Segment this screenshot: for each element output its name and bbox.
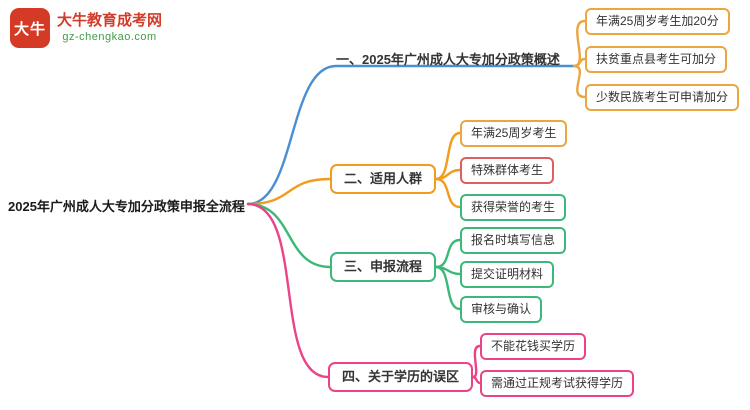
logo-icon: 大牛	[10, 8, 50, 48]
branch-3-child-line-3	[434, 265, 462, 311]
node-cannot-buy-diploma: 不能花钱买学历	[480, 333, 587, 360]
branch-2-line	[246, 177, 332, 206]
node-formal-exam-needed: 需通过正规考试获得学历	[480, 370, 635, 397]
logo-text-block: 大牛教育成考网 gz-chengkao.com	[57, 12, 162, 44]
branch-2-child-line-2	[434, 168, 462, 181]
site-name: 大牛教育成考网	[57, 11, 163, 29]
node-age25-group: 年满25周岁考生	[460, 120, 568, 147]
site-url: gz-chengkao.com	[62, 30, 157, 43]
node-ethnic-minority: 少数民族考生可申请加分	[585, 84, 740, 111]
branch-4-child-line-1	[471, 344, 482, 379]
node-submit-proof: 提交证明材料	[460, 261, 555, 288]
branch-3-line	[246, 202, 332, 269]
branch-4-child-line-2	[471, 375, 482, 385]
branch-4-box: 四、关于学历的误区	[328, 362, 474, 393]
node-special-group: 特殊群体考生	[460, 157, 555, 184]
node-honored-group: 获得荣誉的考生	[460, 194, 567, 221]
site-logo: 大牛 大牛教育成考网 gz-chengkao.com	[10, 8, 162, 48]
branch-1-label: 一、2025年广州成人大专加分政策概述	[336, 52, 560, 67]
branch-3-box: 三、申报流程	[330, 252, 437, 283]
node-review-confirm: 审核与确认	[460, 296, 543, 323]
branch-4-line	[246, 202, 330, 379]
branch-1-child-line-3	[572, 64, 587, 99]
branch-2-box: 二、适用人群	[330, 164, 437, 195]
branch-2-child-line-1	[434, 131, 462, 181]
node-poverty-county: 扶贫重点县考生可加分	[585, 46, 728, 73]
branch-1-line	[246, 64, 576, 206]
branch-2-child-line-3	[434, 177, 462, 209]
root-topic: 2025年广州成人大专加分政策申报全流程	[8, 199, 245, 214]
node-fill-info: 报名时填写信息	[460, 227, 567, 254]
branch-3-child-line-1	[434, 238, 462, 269]
node-age25-plus20: 年满25周岁考生加20分	[585, 8, 730, 35]
